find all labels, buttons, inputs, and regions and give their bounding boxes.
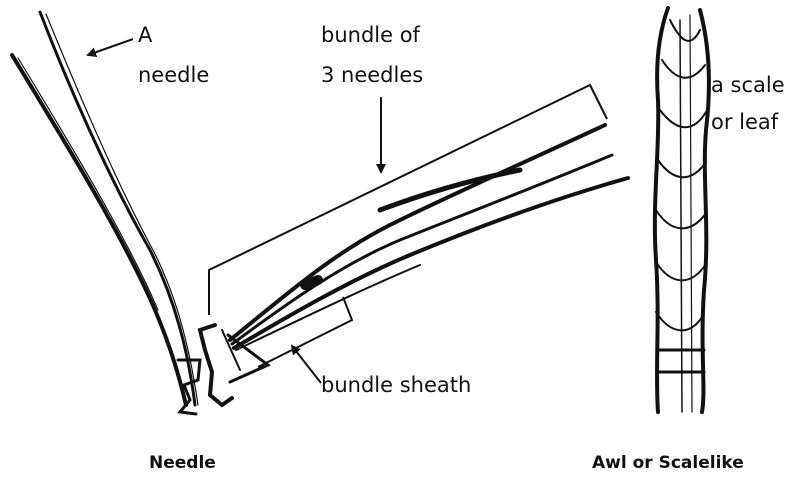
sheath-arrow [292, 346, 321, 383]
scale-label-line1: a scale [711, 72, 785, 98]
bundle-label-line2: 3 needles [321, 62, 423, 88]
needle-caption: Needle [149, 453, 216, 473]
needle-arrow [88, 39, 133, 55]
sheath-label: bundle sheath [321, 372, 471, 398]
scale-leaf-drawing [655, 8, 709, 412]
scale-label-line2: or leaf [711, 109, 778, 135]
bundle-label-line1: bundle of [321, 22, 420, 48]
needle-label-line1: A [138, 22, 152, 48]
awl-caption: Awl or Scalelike [592, 453, 744, 473]
needle-label-line2: needle [138, 62, 209, 88]
